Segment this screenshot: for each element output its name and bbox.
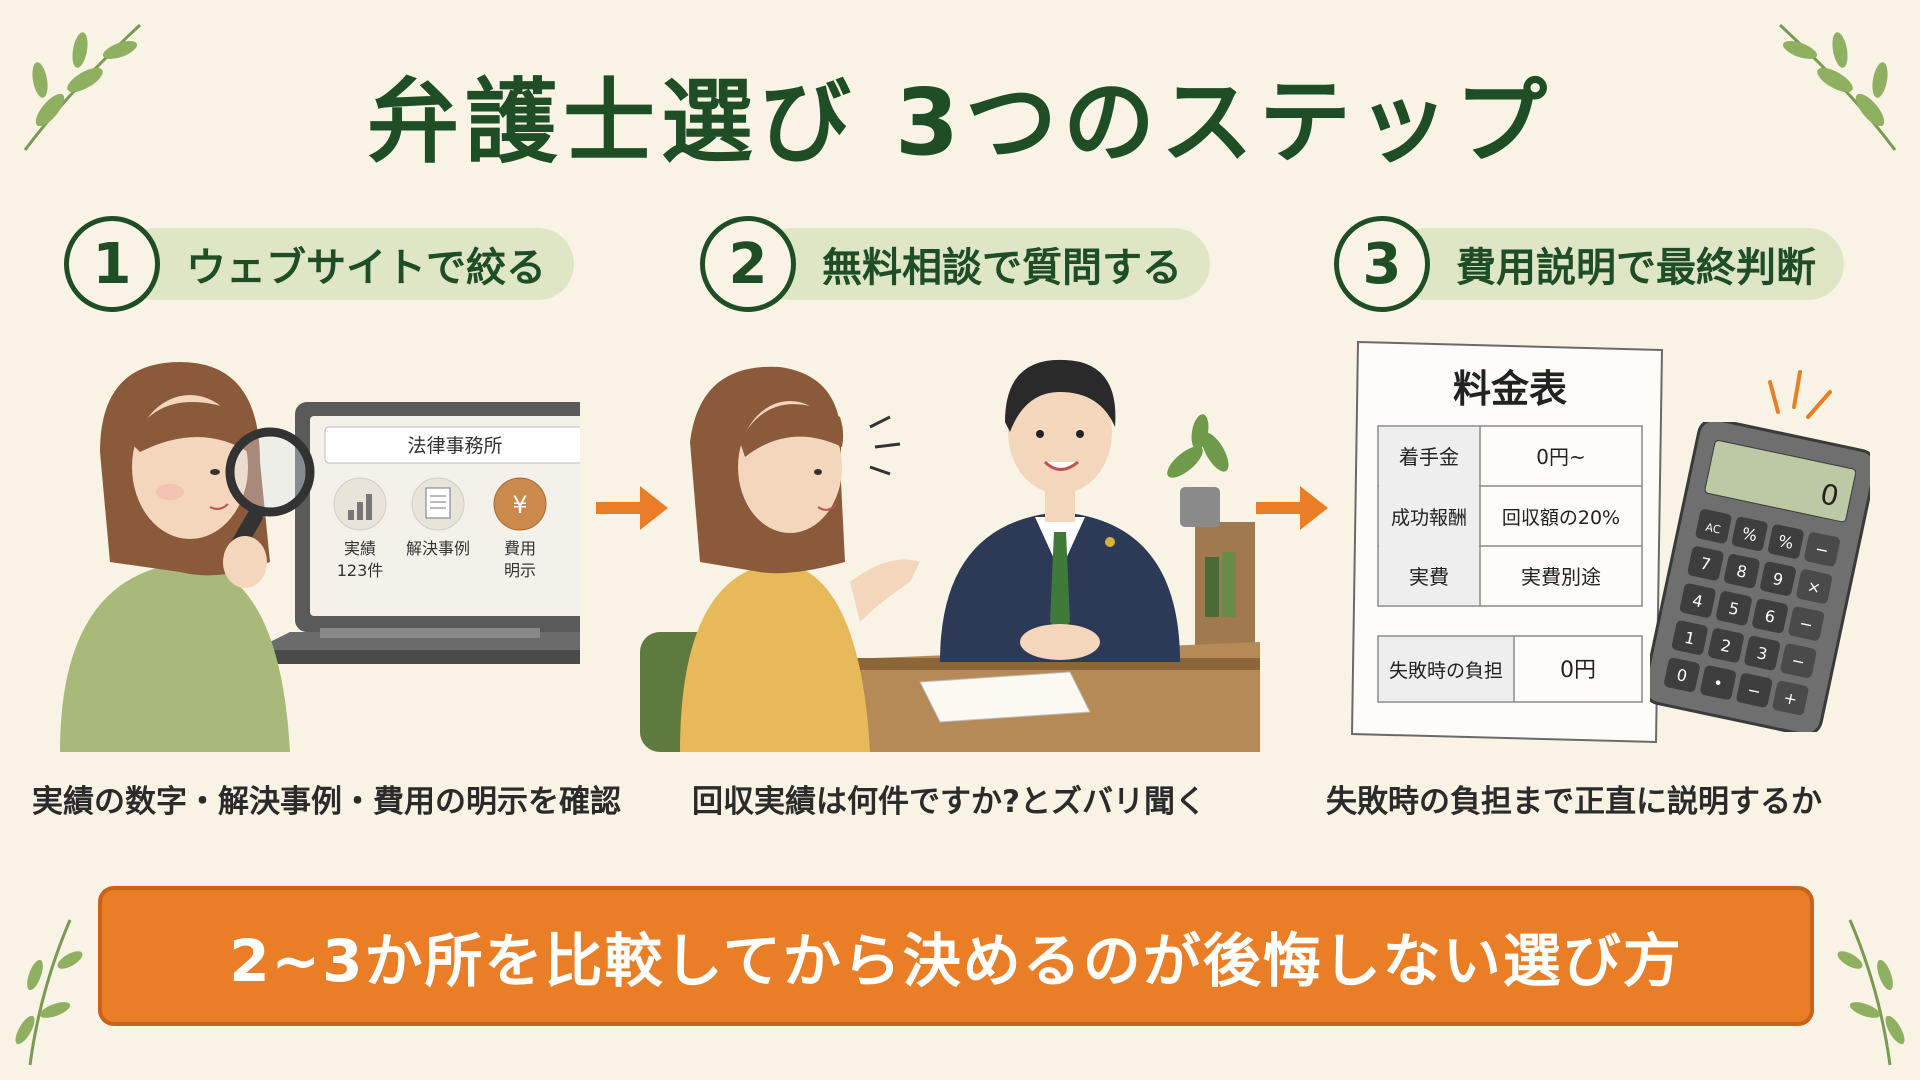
calculator-key-label: 0: [1675, 665, 1689, 686]
calculator-key: [1700, 665, 1736, 700]
calculator-key: [1679, 583, 1716, 618]
step-1-number: 1: [64, 216, 160, 312]
calculator-key: [1687, 546, 1724, 581]
calculator-key: [1780, 643, 1817, 678]
leaf-branch-icon: [1778, 23, 1897, 151]
fee-row-1-label: 着手金: [1399, 445, 1459, 469]
leaf-branch-icon: [23, 23, 142, 151]
calculator-key-label: 2: [1719, 636, 1733, 657]
document-icon: [425, 487, 451, 519]
leaf-branch-icon: [1837, 919, 1905, 1066]
calculator-key: [1664, 657, 1700, 692]
step-3-caption: 失敗時の負担まで正直に説明するか: [1326, 784, 1822, 820]
calculator-key-label: 5: [1727, 598, 1741, 619]
step-3-number: 3: [1334, 216, 1430, 312]
calculator-key: [1768, 524, 1804, 559]
calculator-key-label: −: [1746, 680, 1763, 701]
lawyer-figure: [940, 359, 1180, 662]
calculator-key-label: +: [1782, 688, 1799, 709]
tile-fees-line1: 費用: [504, 539, 536, 558]
magnifier-icon: [223, 427, 315, 588]
calculator-key-label: 6: [1763, 606, 1777, 627]
fee-table: 料金表 着手金 0円~ 成功報酬 回収額の20% 実費 実費別途 失敗時の負担 …: [1350, 340, 1664, 744]
calculator-key: [1731, 516, 1768, 551]
step-2-number: 2: [700, 216, 796, 312]
fee-table-title: 料金表: [1453, 367, 1567, 411]
calculator-key-label: %: [1776, 531, 1795, 553]
failure-cost-value: 0円: [1560, 658, 1596, 683]
calculator-key: [1760, 561, 1796, 596]
woman-figure: [680, 366, 920, 752]
calculator-key: [1723, 554, 1760, 589]
page-title: 弁護士選び 3つのステップ: [366, 69, 1554, 176]
step-1-label: ウェブサイトで絞る: [120, 228, 574, 300]
fee-row-3-label: 実費: [1409, 565, 1449, 589]
arrow-right-icon: [596, 486, 668, 530]
calculator-key: [1695, 509, 1732, 544]
calculator-key-label: 8: [1735, 561, 1749, 582]
calculator-key: [1772, 680, 1809, 716]
step-2-caption: 回収実績は何件ですか?とズバリ聞く: [692, 784, 1206, 820]
fee-row-3-value: 実費別途: [1521, 565, 1601, 589]
website-screen: 法律事務所 ¥ 実績 123件 解決事例 費用 明示: [324, 426, 580, 580]
calculator-key: [1752, 598, 1788, 634]
step-2-label: 無料相談で質問する: [756, 228, 1210, 300]
calculator-key: [1804, 532, 1840, 567]
calculator-key-label: 7: [1699, 554, 1713, 575]
scene-website-research: 法律事務所 ¥ 実績 123件 解決事例 費用 明示: [60, 362, 580, 752]
arrow-right-icon: [1256, 486, 1328, 530]
calculator-key: [1744, 636, 1781, 671]
calculator-key-label: 1: [1683, 628, 1697, 649]
paper: [919, 671, 1091, 723]
sparkle-lines: [1768, 370, 1832, 419]
failure-cost-label: 失敗時の負担: [1389, 660, 1503, 682]
calculator-key-label: %: [1740, 524, 1759, 546]
scene-free-consultation: [640, 359, 1260, 752]
yen-coin-icon: ¥: [512, 491, 527, 519]
calculator-key-label: 4: [1691, 591, 1705, 612]
calculator-key-label: 9: [1771, 569, 1785, 590]
attorney-badge-icon: [1105, 537, 1115, 547]
tile-results-line2: 123件: [337, 561, 384, 580]
fee-row-2-label: 成功報酬: [1391, 507, 1467, 529]
calculator-key: [1708, 628, 1744, 663]
tile-cases: 解決事例: [406, 539, 470, 558]
step-3-label: 費用説明で最終判断: [1390, 228, 1844, 300]
site-title: 法律事務所: [407, 435, 502, 457]
calculator-key-label: AC: [1704, 521, 1722, 537]
calculator-key-label: ×: [1806, 576, 1823, 597]
calculator-key-label: −: [1798, 613, 1815, 634]
tile-results-line1: 実績: [344, 539, 376, 558]
conclusion-banner: 2~3か所を比較してから決めるのが後悔しない選び方: [98, 886, 1814, 1026]
calculator-key-label: 3: [1755, 643, 1769, 664]
calculator-key: [1716, 591, 1752, 626]
woman-figure: [60, 362, 290, 752]
calculator-key: [1796, 569, 1833, 604]
calculator-key-label: •: [1711, 673, 1724, 694]
tile-fees-line2: 明示: [504, 561, 536, 580]
calculator-key-label: −: [1790, 651, 1807, 672]
bar-chart-icon: [348, 494, 372, 520]
calculator-key-label: −: [1813, 539, 1830, 560]
calculator-key: [1736, 673, 1773, 708]
calculator-key: [1788, 606, 1825, 641]
potted-plant-icon: [1167, 414, 1229, 527]
leaf-branch-icon: [15, 919, 83, 1066]
fee-row-2-value: 回収額の20%: [1502, 507, 1620, 529]
step-1-caption: 実績の数字・解決事例・費用の明示を確認: [32, 784, 621, 820]
calculator-key: [1671, 620, 1708, 655]
scene-fee-explanation: 料金表 着手金 0円~ 成功報酬 回収額の20% 実費 実費別途 失敗時の負担 …: [1350, 322, 1870, 752]
fee-row-1-value: 0円~: [1536, 445, 1585, 469]
